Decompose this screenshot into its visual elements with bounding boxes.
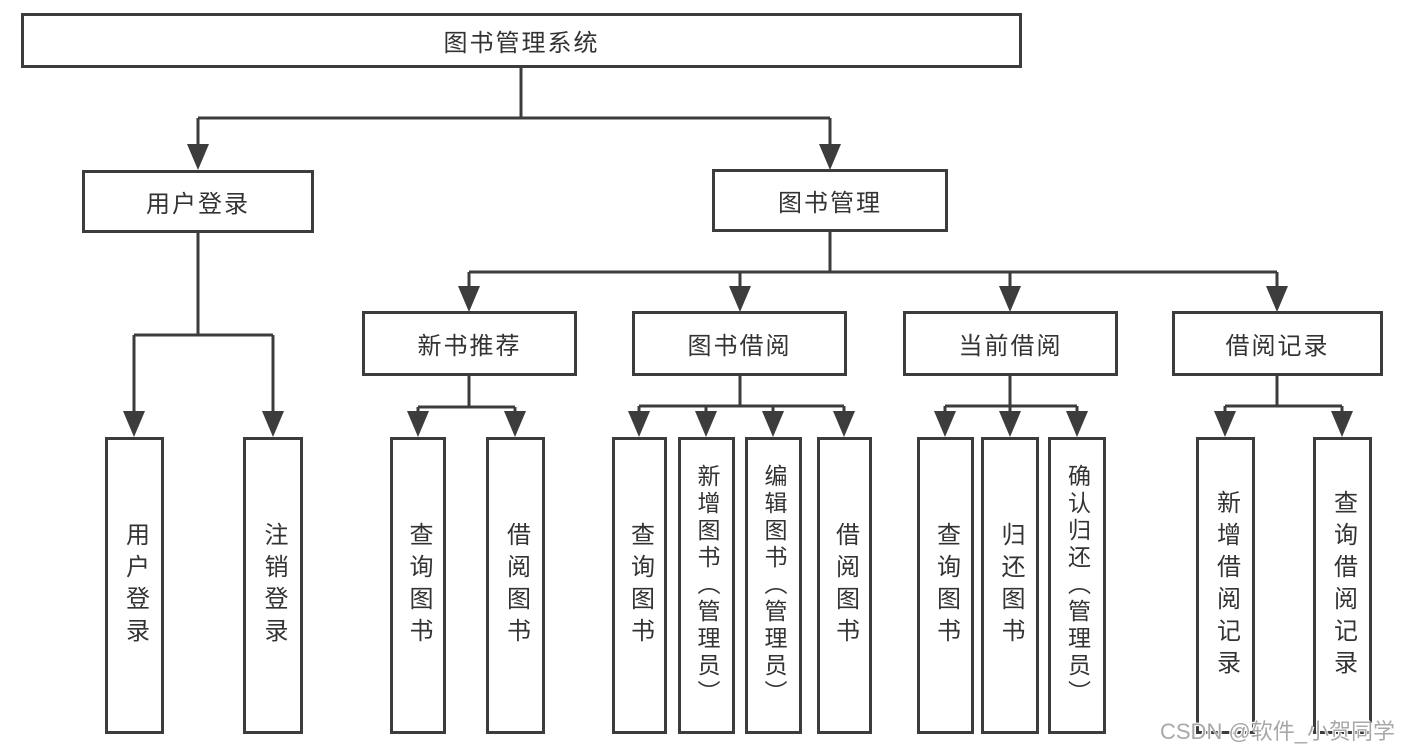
connector-current-borrow xyxy=(943,376,1079,412)
leaf-confirm-return-admin: 确认归还（管理员） xyxy=(1048,437,1106,734)
node-borrow-records: 借阅记录 xyxy=(1172,311,1383,376)
connector-book-borrow xyxy=(637,376,846,412)
csdn-watermark: CSDN @软件_小贺同学 xyxy=(1160,719,1396,744)
arrowheads xyxy=(123,144,1353,437)
connector-user-login xyxy=(132,233,275,412)
leaf-newbook-query-books: 查询图书 xyxy=(390,437,446,734)
node-book-management: 图书管理 xyxy=(712,169,948,232)
leaf-user-login: 用户登录 xyxy=(105,437,164,734)
leaf-query-borrow-record: 查询借阅记录 xyxy=(1313,437,1372,734)
node-library-management-system: 图书管理系统 xyxy=(21,13,1022,68)
connector-book-management xyxy=(467,232,1279,287)
node-user-login: 用户登录 xyxy=(82,170,314,233)
leaf-add-books-admin: 新增图书（管理员） xyxy=(678,437,735,734)
node-current-borrowing: 当前借阅 xyxy=(903,311,1118,376)
connector-root xyxy=(196,68,832,146)
node-label: 图书管理系统 xyxy=(443,30,600,57)
node-label: 借阅记录 xyxy=(1225,333,1330,360)
node-label: 新书推荐 xyxy=(417,333,522,360)
node-label: 图书借阅 xyxy=(687,333,792,360)
node-label: 用户登录 xyxy=(146,191,250,218)
leaf-current-query-books: 查询图书 xyxy=(917,437,974,734)
leaf-return-books: 归还图书 xyxy=(981,437,1039,734)
connector-borrow-records xyxy=(1223,376,1344,412)
node-label: 图书管理 xyxy=(778,190,882,217)
node-book-borrowing: 图书借阅 xyxy=(632,311,847,376)
leaf-newbook-borrow-books: 借阅图书 xyxy=(486,437,545,734)
leaf-logout: 注销登录 xyxy=(243,437,303,734)
leaf-borrowing-query-books: 查询图书 xyxy=(612,437,667,734)
node-new-book-recommend: 新书推荐 xyxy=(362,311,577,376)
leaf-edit-books-admin: 编辑图书（管理员） xyxy=(745,437,802,734)
connector-new-book xyxy=(416,376,517,412)
leaf-add-borrow-record: 新增借阅记录 xyxy=(1196,437,1255,734)
node-label: 当前借阅 xyxy=(958,333,1063,360)
leaf-borrow-books: 借阅图书 xyxy=(817,437,872,734)
